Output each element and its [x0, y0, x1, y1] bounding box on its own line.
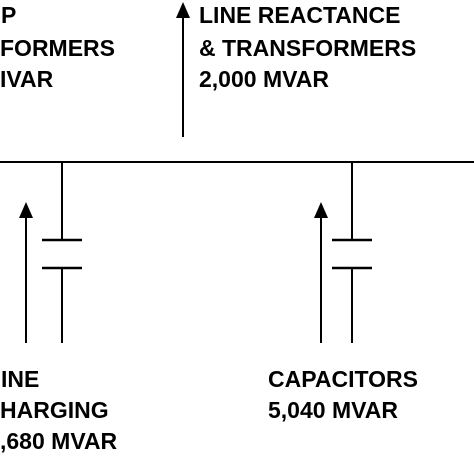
line-reactance-arrow — [176, 2, 190, 137]
top-left-line-2: FORMERS — [0, 35, 115, 61]
bottom-right-line-1: CAPACITORS — [268, 366, 418, 392]
top-left-line-1: P — [1, 2, 16, 28]
capacitors-capacitor — [332, 162, 372, 343]
top-right-label: LINE REACTANCE & TRANSFORMERS 2,000 MVAR — [199, 2, 416, 92]
bottom-left-line-2: HARGING — [0, 397, 109, 423]
top-left-line-3: IVAR — [0, 66, 54, 92]
bottom-left-label: INE HARGING ,680 MVAR — [0, 366, 118, 454]
top-left-label: P FORMERS IVAR — [0, 2, 115, 92]
bottom-left-line-3: ,680 MVAR — [0, 428, 118, 454]
bottom-right-line-2: 5,040 MVAR — [268, 397, 398, 423]
top-right-line-3: 2,000 MVAR — [199, 66, 329, 92]
bottom-left-line-1: INE — [1, 366, 39, 392]
capacitors-arrow — [314, 202, 328, 343]
top-right-line-1: LINE REACTANCE — [199, 2, 400, 28]
top-right-line-2: & TRANSFORMERS — [199, 35, 416, 61]
bottom-right-label: CAPACITORS 5,040 MVAR — [268, 366, 418, 423]
line-charging-arrow — [19, 202, 33, 343]
line-charging-capacitor — [42, 162, 82, 343]
